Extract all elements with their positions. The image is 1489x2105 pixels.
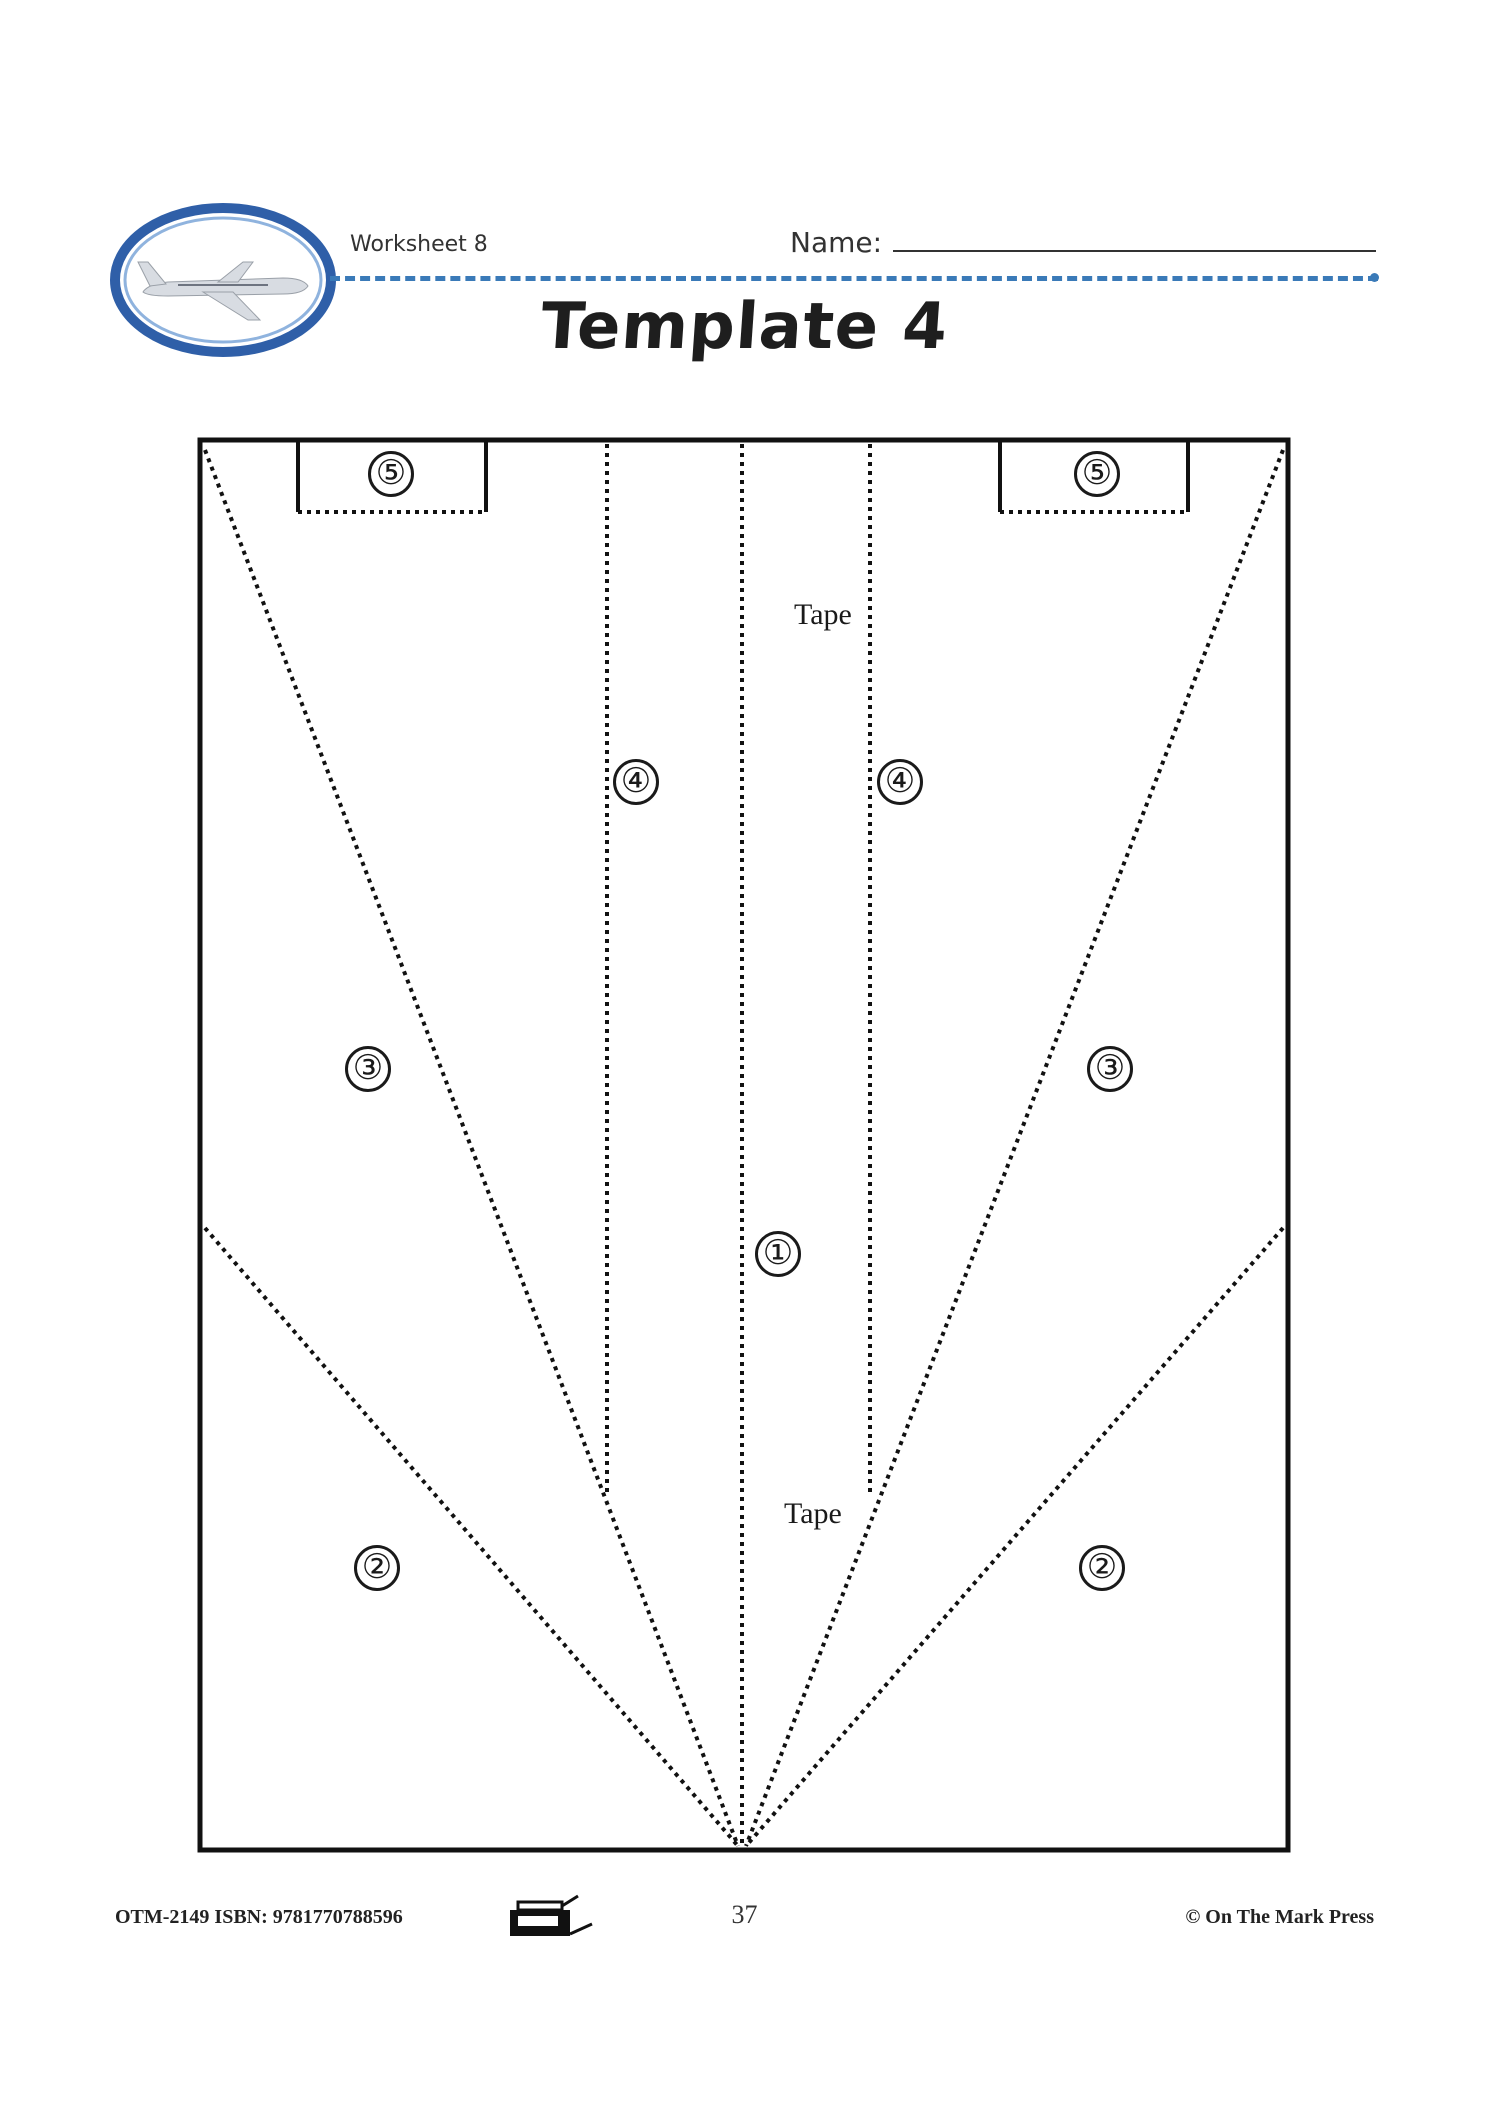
fold-marker-4-right: ④ [877,759,923,805]
footer-isbn: OTM-2149 ISBN: 9781770788596 [115,1906,403,1928]
fold-marker-1: ① [755,1231,801,1277]
page-number: 37 [731,1900,758,1929]
fold-marker-5-right: ⑤ [1074,451,1120,497]
header-divider-end-dot [1370,273,1379,282]
name-input-line[interactable] [893,250,1376,252]
fold-marker-5-left: ⑤ [368,451,414,497]
fold-marker-3-right: ③ [1087,1046,1133,1092]
name-label: Name: [790,226,883,259]
footer-copyright: © On The Mark Press [1185,1906,1374,1928]
tape-label-bottom: Tape [782,1497,844,1531]
fold-line-3-left [203,449,740,1847]
airplane-logo-icon [110,203,336,357]
header-divider [330,276,1378,281]
fold-marker-3-left: ③ [345,1046,391,1092]
fold-line-2-left [203,1226,740,1848]
fold-marker-4-left: ④ [613,759,659,805]
tape-label-top: Tape [792,598,854,632]
worksheet-label: Worksheet 8 [350,232,488,257]
fold-marker-2-left: ② [354,1545,400,1591]
fold-marker-2-right: ② [1079,1545,1125,1591]
fold-line-2-right [744,1226,1285,1848]
template-border [197,437,1291,1853]
fold-line-3-right [744,449,1285,1847]
photocopier-icon [510,1894,593,1936]
